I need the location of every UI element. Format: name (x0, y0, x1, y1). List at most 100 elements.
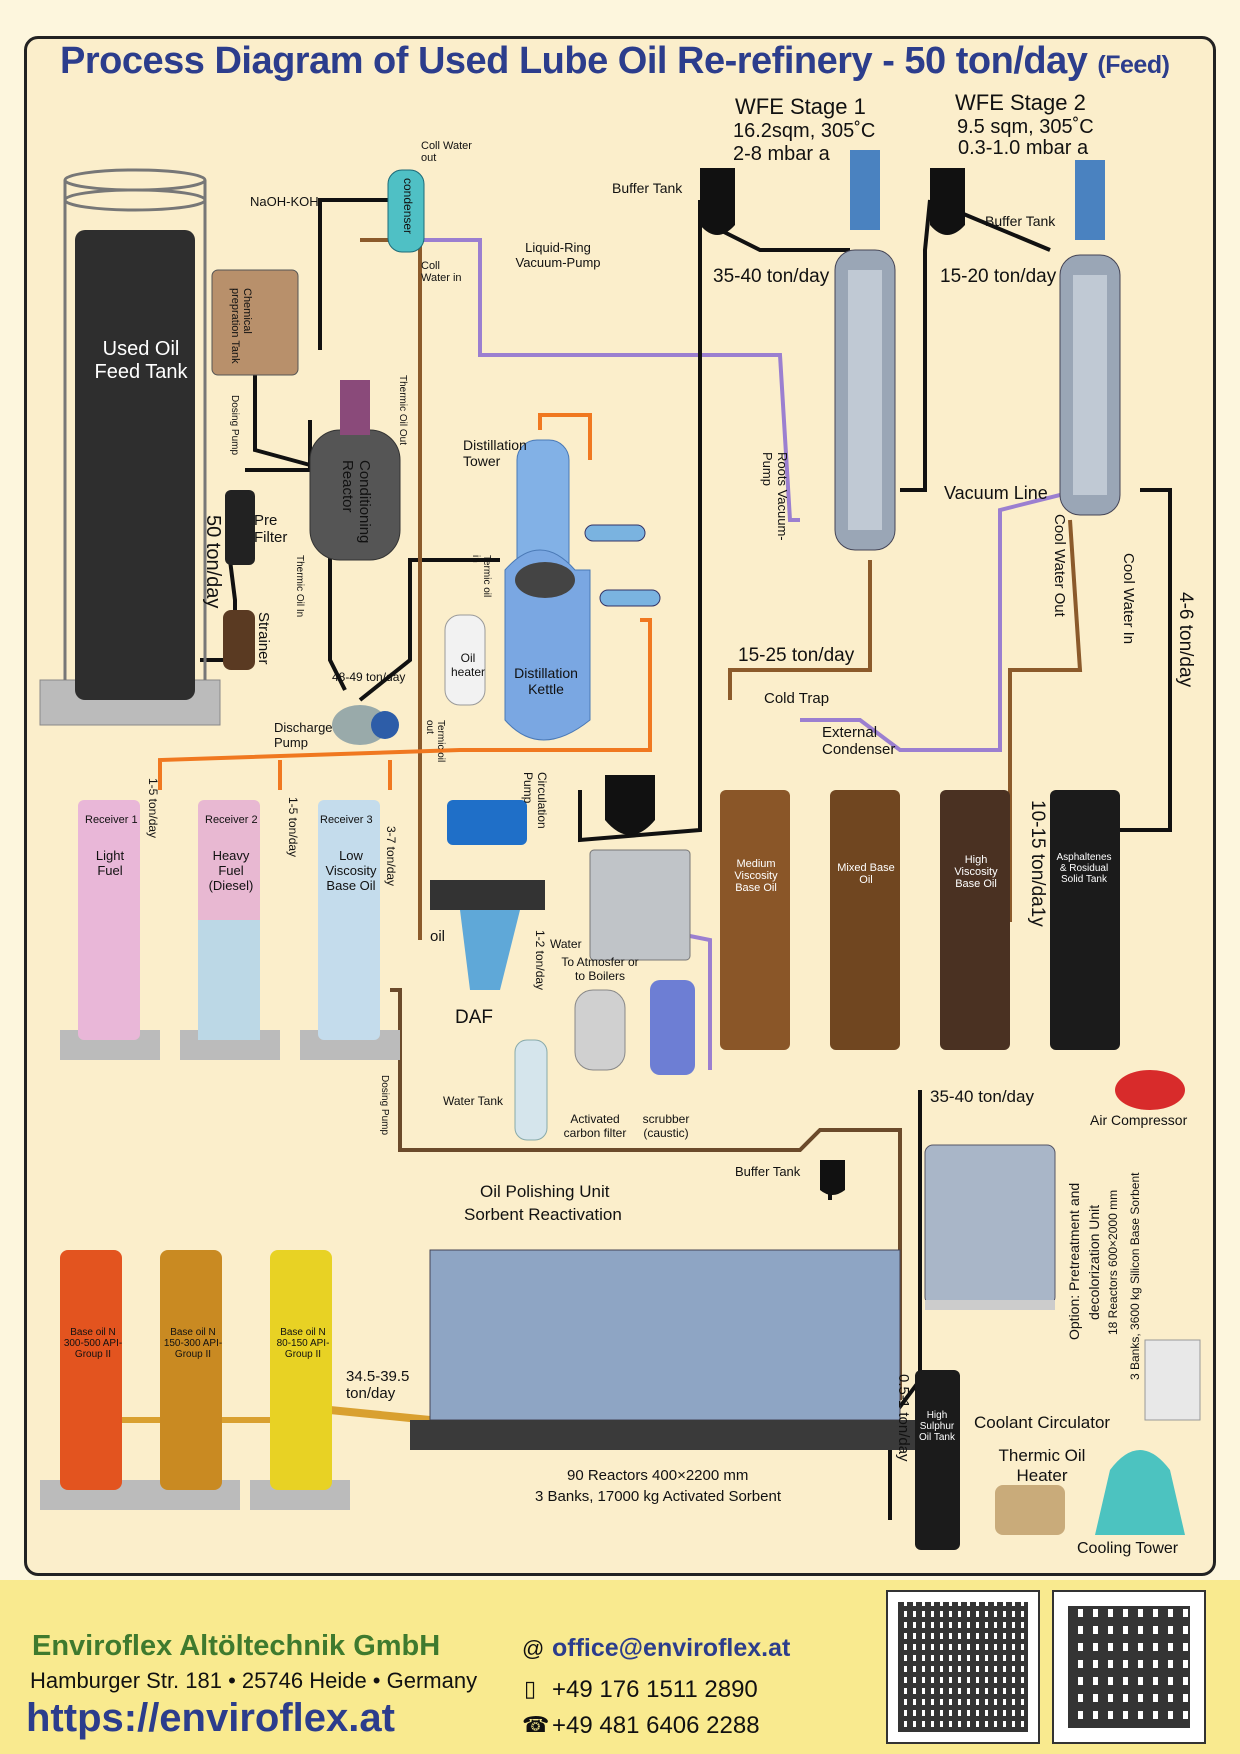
buffer-tank-1-label: Buffer Tank (612, 180, 683, 196)
external-condenser-label: External Condenser (822, 724, 896, 758)
process-diagram (39, 150, 1201, 1550)
oil-heater (444, 614, 486, 706)
company-address: Hamburger Str. 181 • 25746 Heide • Germa… (30, 1668, 478, 1693)
feed-tank-label: Used Oil Feed Tank (94, 338, 188, 383)
termic-in-label: Termic oil in (470, 555, 492, 598)
rate-1-5b-label: 1-5 ton/day (286, 797, 300, 858)
coll-in-label: Coll Water in (421, 260, 462, 284)
strainer-label: Strainer (255, 612, 272, 665)
high-sulphur-label: High Sulphur Oil Tank (919, 1410, 955, 1443)
pipe-brown-2 (390, 988, 902, 1400)
cooling-tower-label: Cooling Tower (1077, 1540, 1179, 1557)
condenser-2 (599, 589, 661, 607)
pipe-vacuum-1 (420, 238, 800, 522)
qr-code-2[interactable] (1052, 1590, 1206, 1744)
rate-3-7-label: 3-7 ton/day (384, 826, 398, 887)
conditioning-reactor-label: Conditioning Reactor (339, 460, 373, 544)
heavy-fuel-label: Heavy Fuel (Diesel) (208, 848, 254, 893)
water-tank-label: Water Tank (443, 1094, 504, 1108)
sorbent-reactivation-label: Sorbent Reactivation (464, 1205, 622, 1224)
pipe-dosing (253, 365, 311, 467)
coll-out-label: Coll Water out (421, 140, 472, 164)
fax-icon: ☎ (522, 1712, 550, 1737)
high-sulphur-tank-graphic (915, 1370, 960, 1550)
receiver-3-label: Receiver 3 (320, 814, 373, 826)
oil-label: oil (430, 928, 446, 945)
option-line-1: Option: Pretreatment and (1066, 1182, 1082, 1340)
rate-05-1-label: 0.5-1 ton/day (895, 1374, 912, 1462)
condenser-1 (584, 524, 646, 542)
pipe-buffer (578, 200, 702, 843)
option-line-2: decolorization Unit (1086, 1204, 1102, 1320)
pre-filter-label: Pre Filter (254, 512, 288, 546)
rate-15-25-label: 15-25 ton/day (738, 645, 855, 666)
chem-tank (211, 269, 299, 376)
rate-1-2-label: 1-2 ton/day (533, 930, 547, 991)
feed-tank (39, 168, 221, 726)
polishing-unit-graphic (410, 1249, 930, 1450)
rate-35-40-label: 35-40 ton/day (713, 266, 830, 287)
discharge-pump-label: Discharge Pump (274, 720, 333, 750)
water-tank (514, 1039, 548, 1141)
water-label: Water (550, 937, 582, 951)
base-oil-tanks (40, 1250, 350, 1510)
dosing-pump-2-label: Dosing Pump (379, 1075, 390, 1136)
rate-4-6-label: 4-6 ton/day (1175, 592, 1196, 688)
base-oil-3-label: Base oil N 80-150 API-Group II (276, 1327, 330, 1360)
rate-35-40b-label: 35-40 ton/day (930, 1087, 1034, 1106)
thermic-oil-heater-graphic (995, 1485, 1065, 1535)
low-viscosity-label: Low Viscosity Base Oil (325, 848, 377, 893)
fax-number: +49 481 6406 2288 (552, 1712, 760, 1739)
pre-filter (225, 490, 255, 565)
to-atmosphere-label: To Atmosfer or to Boilers (561, 955, 639, 983)
polishing-unit-label: Oil Polishing Unit (480, 1182, 610, 1201)
buffer-tank-4-label: Buffer Tank (735, 1164, 801, 1179)
page-title: Process Diagram of Used Lube Oil Re-refi… (60, 40, 1170, 82)
strainer (223, 610, 255, 670)
oil-heater-label: Oil heater (450, 651, 486, 679)
circulation-pump-label: Circulation Pump (521, 772, 549, 829)
distillation-unit (444, 439, 591, 741)
qr-code-1[interactable] (886, 1590, 1040, 1744)
rate-34-label: 34.5-39.5 ton/day (346, 1368, 410, 1402)
cool-water-in-label: Cool Water In (1120, 553, 1137, 645)
feed-rate-label: 50 ton/day (202, 515, 224, 609)
rate-15-20-label: 15-20 ton/day (940, 266, 1057, 287)
cooling-tower-graphic (1095, 1450, 1185, 1535)
daf-label: DAF (455, 1007, 493, 1028)
control-panel (589, 849, 691, 961)
wfe-stage-1-graphic (834, 150, 896, 551)
wfe2-spec1: 9.5 sqm, 305˚C (957, 116, 1094, 138)
pipe-orange-receivers (158, 618, 652, 790)
air-compressor-graphic (1115, 1070, 1185, 1110)
option-line-4: 3 Banks, 3600 kg Silicon Base Sorbent (1128, 1172, 1142, 1380)
pipe-to-kettle (358, 558, 500, 702)
wfe2-name: WFE Stage 2 (955, 90, 1086, 115)
email-icon: @ (522, 1636, 545, 1661)
distillation-tower-label: Distillation Tower (463, 437, 527, 469)
buffer-tank-2-label: Buffer Tank (985, 213, 1056, 229)
thermic-in-label: Thermic Oil In (294, 555, 305, 618)
thermic-heater-label: Thermic Oil Heater (998, 1446, 1086, 1485)
phone-number: +49 176 1511 2890 (552, 1676, 758, 1703)
wfe1-spec2: 2-8 mbar a (733, 143, 830, 165)
base-oil-2-label: Base oil N 150-300 API-Group II (163, 1327, 223, 1360)
receiver-tanks (60, 800, 400, 1060)
reactors-90-label: 90 Reactors 400×2200 mm (567, 1467, 749, 1484)
cool-water-out-label: Cool Water Out (1051, 514, 1068, 617)
website-link[interactable]: https://enviroflex.at (26, 1696, 395, 1740)
buffer-tank-3 (605, 775, 655, 835)
email-link[interactable]: office@enviroflex.at (552, 1634, 791, 1662)
liquid-ring-pump-label: Liquid-Ring Vacuum-Pump (515, 240, 601, 270)
wfe2-spec2: 0.3-1.0 mbar a (958, 137, 1089, 159)
product-tanks (720, 790, 1120, 1050)
scrubber-label: scrubber (caustic) (642, 1112, 690, 1140)
coolant-circulator-graphic (1144, 1339, 1201, 1421)
condenser-top (387, 169, 425, 253)
monitor-icon (447, 800, 527, 845)
distillation-kettle-label: Distillation Kettle (514, 665, 578, 697)
pipe-reactor-out (328, 545, 347, 691)
wfe1-spec1: 16.2sqm, 305˚C (733, 120, 876, 142)
high-viscosity-label: High Viscosity Base Oil (954, 854, 998, 890)
wfe1-name: WFE Stage 1 (735, 94, 866, 119)
